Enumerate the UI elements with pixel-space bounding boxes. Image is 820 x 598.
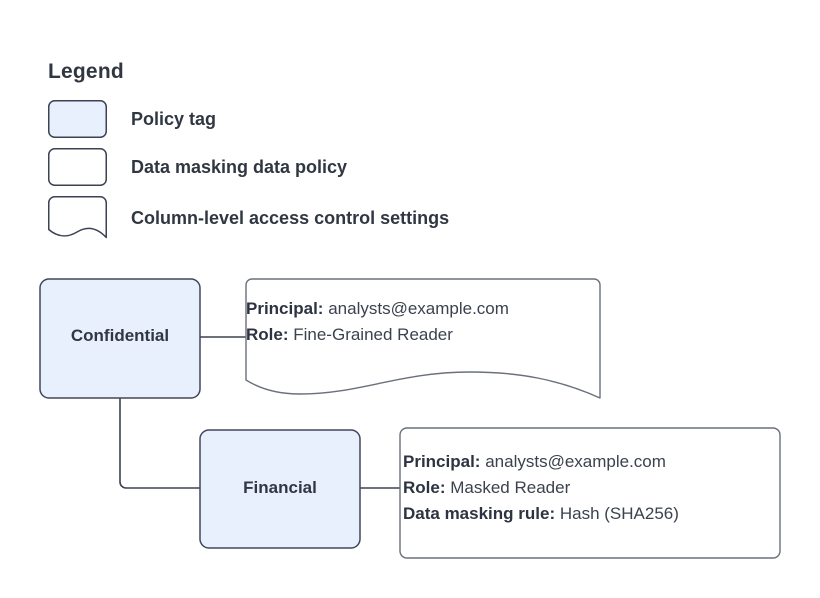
legend-item-data-masking-policy: Data masking data policy xyxy=(48,148,347,186)
legend-item-column-access-settings: Column-level access control settings xyxy=(48,196,449,240)
column-access-settings-swatch-icon xyxy=(48,196,107,240)
callout-line: Role: Masked Reader xyxy=(403,475,679,501)
confidential-callout-text: Principal: analysts@example.com Role: Fi… xyxy=(246,296,509,348)
legend-title: Legend xyxy=(48,60,124,83)
callout-line: Principal: analysts@example.com xyxy=(246,296,509,322)
node-financial-label: Financial xyxy=(243,478,317,497)
callout-line-key: Role: xyxy=(246,325,289,344)
callout-line-value: Fine-Grained Reader xyxy=(293,325,453,344)
policy-tag-swatch-icon xyxy=(48,100,107,138)
callout-line-key: Principal: xyxy=(246,299,324,318)
legend-item-label: Column-level access control settings xyxy=(131,207,450,228)
callout-line: Principal: analysts@example.com xyxy=(403,449,679,475)
node-confidential-shape[interactable] xyxy=(39,278,201,399)
data-masking-policy-swatch-icon xyxy=(48,148,107,186)
callout-line-key: Principal: xyxy=(403,452,481,471)
legend-item-label: Data masking data policy xyxy=(131,156,348,177)
callout-line-key: Role: xyxy=(403,478,446,497)
callout-line-value: analysts@example.com xyxy=(328,299,509,318)
financial-callout-shape xyxy=(399,427,781,559)
node-confidential-label: Confidential xyxy=(70,326,170,345)
node-financial-shape[interactable] xyxy=(199,429,361,549)
callout-line-value: Hash (SHA256) xyxy=(559,504,679,523)
financial-callout-text: Principal: analysts@example.com Role: Ma… xyxy=(403,449,679,527)
connector-confidential-to-financial xyxy=(119,398,200,489)
legend-item-label: Policy tag xyxy=(131,108,217,129)
callout-line: Role: Fine-Grained Reader xyxy=(246,322,509,348)
legend-item-policy-tag: Policy tag xyxy=(48,100,216,138)
callout-line-value: Masked Reader xyxy=(450,478,571,497)
callout-line-value: analysts@example.com xyxy=(485,452,666,471)
callout-line: Data masking rule: Hash (SHA256) xyxy=(403,501,679,527)
confidential-callout-shape xyxy=(245,278,601,399)
callout-line-key: Data masking rule: xyxy=(403,504,556,523)
